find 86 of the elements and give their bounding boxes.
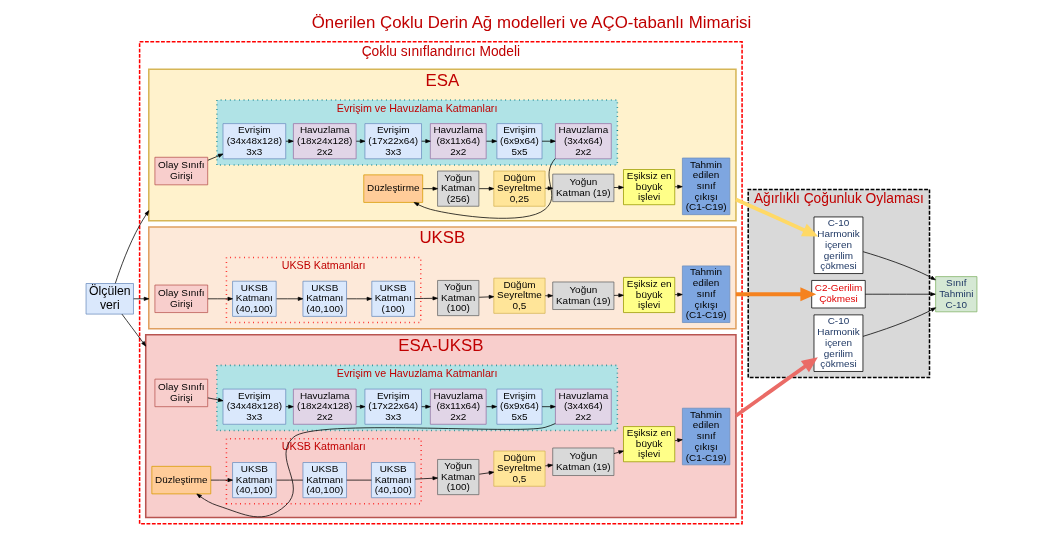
node-box: C-10 Harmonik içeren gerilim çökmesi [813, 314, 863, 372]
arrow [485, 404, 497, 409]
arrow [862, 251, 936, 281]
arrow [734, 357, 818, 418]
node-box: Eşiksiz en büyük işlevi [622, 277, 675, 313]
arrow [478, 186, 494, 191]
node-box: Tahmin edilen sınıf çıkışı (C1-C19) [681, 157, 730, 216]
arrow [674, 292, 683, 297]
node-box: Evrişim (6x9x64) 5x5 [496, 123, 542, 160]
arrow [864, 292, 936, 297]
node-box: Eşiksiz en büyük işlevi [622, 426, 675, 463]
arrow [414, 476, 438, 481]
node-box: Evrişim (34x48x128) 3x3 [222, 123, 286, 160]
node-box: Evrişim (17x22x64) 3x3 [364, 123, 422, 160]
node-box: Evrişim (6x9x64) 5x5 [496, 388, 542, 425]
arrow [207, 296, 233, 301]
node-box: Havuzlama (8x11x64) 2x2 [429, 123, 487, 160]
node-box: Havuzlama (18x24x128) 2x2 [292, 123, 356, 160]
node-box: Olay Sınıfı Girişi [154, 156, 208, 186]
node-box: UKSB Katmanı (40,100) [231, 280, 277, 317]
arrow [207, 153, 223, 161]
node-box: Ölçülen veri [85, 283, 134, 315]
node-box: Tahmin edilen sınıf çıkışı (C1-C19) [681, 407, 730, 466]
arrow [207, 397, 223, 402]
diagram-title: Önerilen Çoklu Derin Ağ modelleri ve AÇO-tabanlı Mimarisi [311, 12, 751, 32]
node-box: Olay Sınıfı Girişi [154, 378, 208, 408]
arrow [195, 423, 556, 518]
arrow [541, 139, 556, 144]
arrow [275, 296, 303, 301]
arrow [613, 293, 624, 298]
arrow [613, 450, 624, 455]
arrow [355, 139, 365, 144]
arrow [674, 438, 683, 443]
arrow [413, 158, 556, 219]
arrow [210, 478, 233, 483]
arrow [735, 287, 816, 302]
node-box: Yoğun Katman (100) [436, 459, 479, 496]
arrow [420, 404, 431, 409]
node-box: Düğüm Seyreltme 0,5 [492, 450, 545, 487]
node-box: C-10 Harmonik içeren gerilim çökmesi [813, 216, 863, 274]
arrow [674, 184, 683, 189]
arrow [114, 210, 149, 284]
node-box: Havuzlama (18x24x128) 2x2 [292, 388, 356, 425]
node-box: Düğüm Seyreltme 0,25 [492, 170, 545, 207]
node-box: Evrişim (34x48x128) 3x3 [222, 388, 286, 425]
arrow [413, 296, 438, 301]
node-box: Sınıf Tahmini C-10 [934, 276, 977, 313]
node-box: UKSB Katmanı (40,100) [302, 462, 347, 499]
arrow [421, 186, 438, 191]
arrow [121, 313, 146, 347]
node-box: Yoğun Katman (19) [551, 173, 614, 203]
arrow [478, 294, 494, 299]
node-box: Düğüm Seyreltme 0,5 [492, 277, 545, 314]
node-box: UKSB Katmanı (40,100) [231, 462, 277, 499]
node-box: Yoğun Katman (100) [436, 280, 479, 317]
arrow [478, 470, 494, 475]
connector [275, 479, 303, 481]
node-box: Havuzlama (3x4x64) 2x2 [554, 388, 612, 425]
node-box: Havuzlama (8x11x64) 2x2 [429, 388, 487, 425]
node-box: Olay Sınıfı Girişi [154, 284, 208, 313]
node-box: C2-Gerilim Çökmesi [810, 280, 866, 309]
arrow [613, 185, 624, 190]
node-box: UKSB Katmanı (100) [370, 280, 415, 317]
node-box: Yoğun Katman (19) [551, 281, 614, 310]
arrow [544, 293, 553, 298]
arrow [485, 139, 497, 144]
arrow [544, 463, 553, 468]
node-box: Yoğun Katman (256) [436, 170, 479, 207]
node-box: Eşiksiz en büyük işlevi [622, 169, 675, 206]
node-box: Tahmin edilen sınıf çıkışı (C1-C19) [681, 265, 730, 323]
node-box: UKSB Katmanı (40,100) [370, 462, 415, 499]
arrow [420, 139, 431, 144]
node-box: Düzleştirme [362, 174, 423, 203]
arrow [355, 404, 365, 409]
arrow [862, 307, 936, 337]
arrow [285, 139, 294, 144]
arrow [132, 296, 149, 301]
arrow [285, 404, 294, 409]
node-box: Havuzlama (3x4x64) 2x2 [554, 123, 612, 160]
arrow [541, 404, 556, 409]
node-box: Yoğun Katman (19) [551, 447, 614, 476]
arrow [345, 296, 372, 301]
node-box: UKSB Katmanı (40,100) [302, 280, 347, 317]
arrow [544, 186, 553, 191]
node-box: Düzleştirme [150, 465, 211, 495]
node-box: Evrişim (17x22x64) 3x3 [364, 388, 422, 425]
